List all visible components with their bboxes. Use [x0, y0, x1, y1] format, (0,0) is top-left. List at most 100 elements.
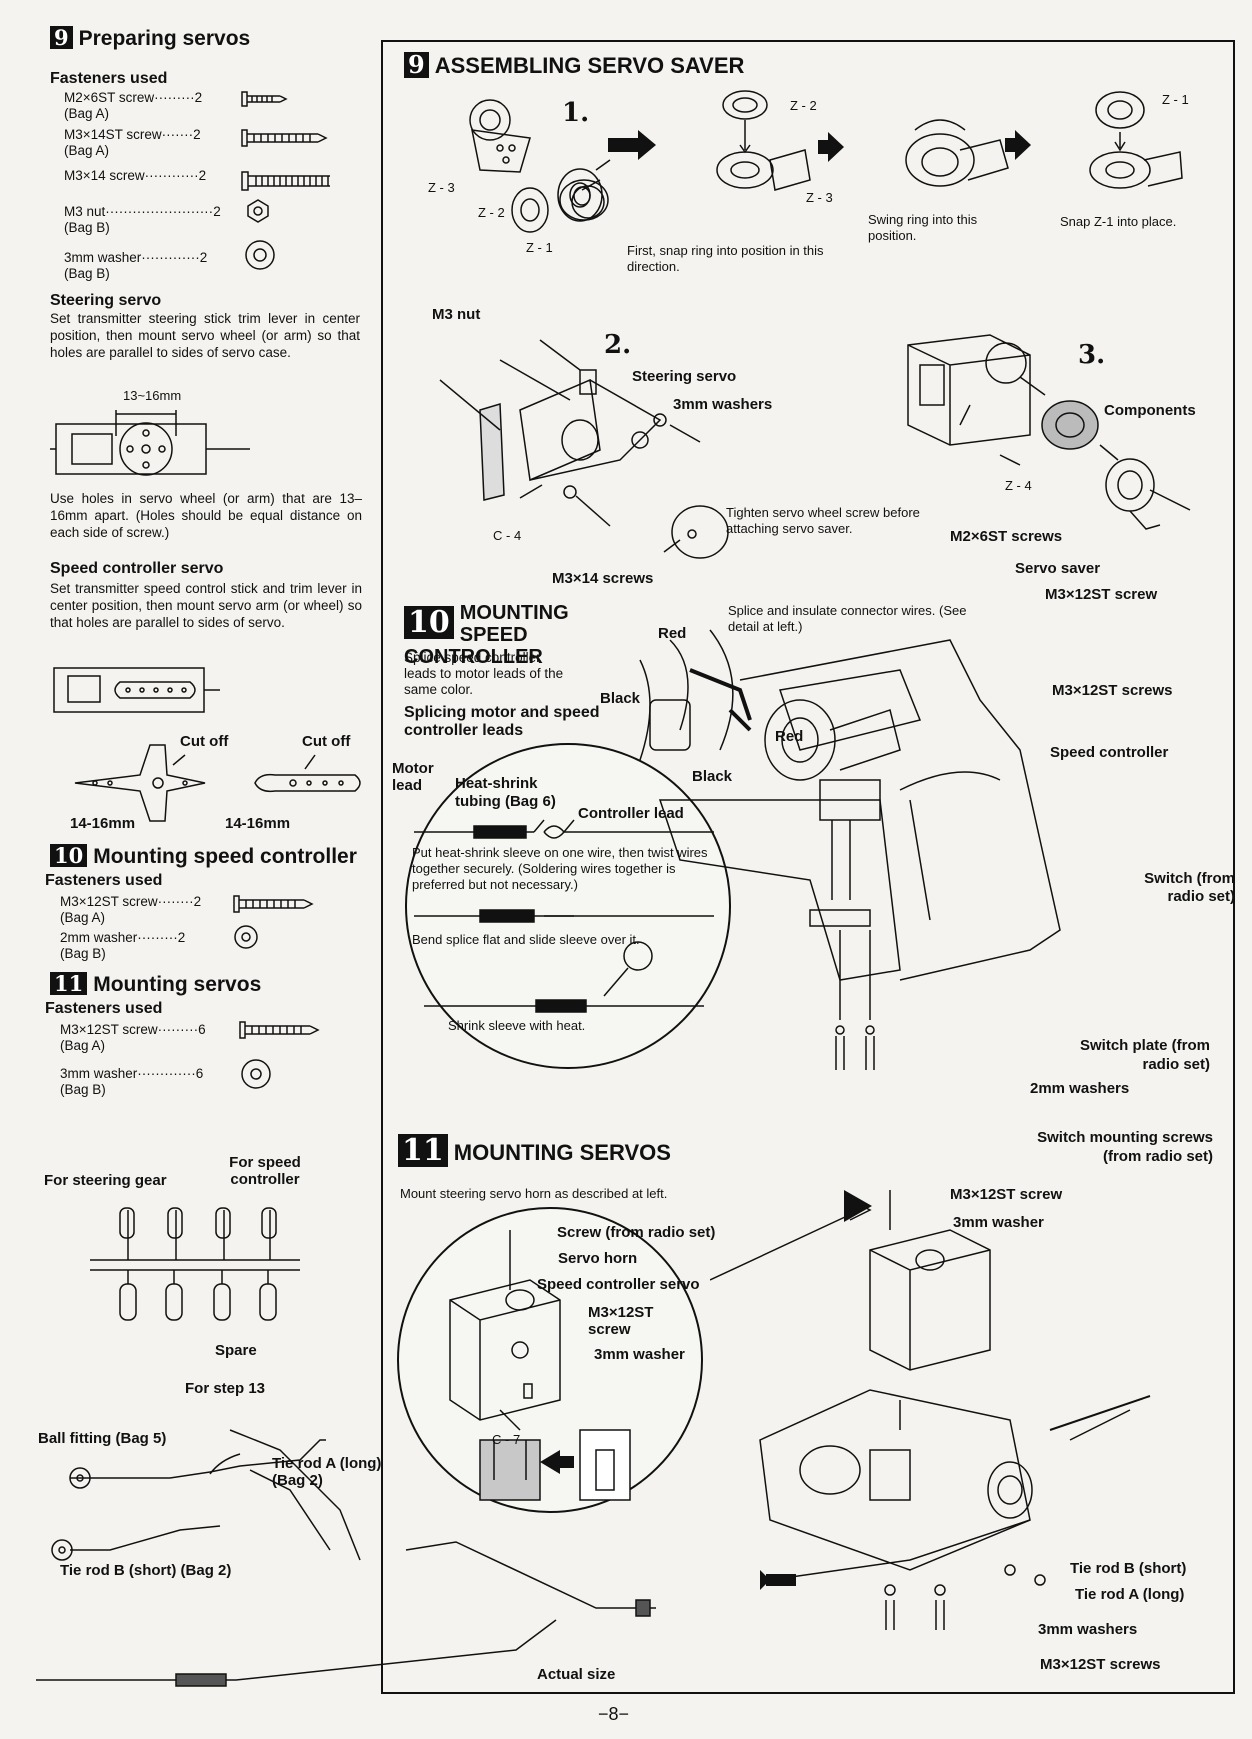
arm-cut-diagram: [74, 744, 361, 822]
page-number: −8−: [598, 1704, 630, 1724]
part-label-c4: C - 4: [493, 528, 522, 543]
servo-saver-mount-diagram: [907, 334, 1191, 530]
chassis-speed-controller-diagram: [639, 629, 1061, 1070]
part-label-z1: Z - 1: [526, 240, 553, 255]
speed-controller-label: Speed controller: [1050, 744, 1169, 761]
servo-mount-diagram: [439, 339, 729, 559]
dimension-label: 13~16mm: [123, 388, 182, 403]
fasteners-title: Fasteners used: [45, 872, 163, 889]
fastener-icons: [241, 91, 330, 270]
steering-servo-title: Steering servo: [50, 292, 162, 309]
fastener-item: M3 nut························2 (Bag B): [64, 204, 221, 235]
fastener-item: 2mm washer·········2 (Bag B): [60, 930, 186, 961]
black-label: Black: [692, 768, 733, 785]
shrink-caption: Shrink sleeve with heat.: [448, 1018, 586, 1033]
tie-rod-b-label: Tie rod B (short): [1070, 1560, 1187, 1577]
bend-caption: Bend splice flat and slide sleeve over i…: [412, 932, 640, 947]
washers-3mm-label: 3mm washers: [1038, 1621, 1138, 1638]
m3x12-label: M3×12ST screw: [588, 1304, 654, 1338]
fastener-icons: [239, 1021, 320, 1089]
heat-shrink-label: Heat-shrink tubing (Bag 6): [455, 775, 556, 810]
components-label: Components: [1104, 402, 1196, 419]
screw-radio-label: Screw (from radio set): [557, 1224, 716, 1241]
m3x12-screws-label: M3×12ST screws: [1052, 682, 1173, 699]
controller-lead-label: Controller lead: [578, 805, 684, 822]
steering-servo-text: Set transmitter steering stick trim leve…: [50, 311, 360, 360]
fastener-item: 3mm washer·············2 (Bag B): [64, 250, 208, 281]
servo-mount-detail-circle: [397, 1207, 703, 1513]
tie-rod-a-label: Tie rod A (long): [1075, 1586, 1185, 1603]
m3x12-screws-label: M3×12ST screws: [1040, 1656, 1161, 1673]
washer-label: 3mm washer: [594, 1346, 685, 1363]
part-label-z4: Z - 4: [1005, 478, 1032, 493]
black-label: Black: [600, 690, 641, 707]
tie-rod-pliers-diagram: [51, 1429, 361, 1561]
ball-fitting-label: Ball fitting (Bag 5): [38, 1430, 167, 1447]
fastener-item: M3×14 screw············2: [64, 168, 207, 183]
fastener-item: M3×14ST screw·······2 (Bag A): [64, 127, 201, 158]
servo-wheel-diagram: [50, 410, 250, 476]
part-label-z3: Z - 3: [428, 180, 455, 195]
splicing-title: Splicing motor and speed controller lead…: [404, 704, 600, 739]
tie-rod-b-label: Tie rod B (short) (Bag 2): [60, 1562, 232, 1579]
step-2-label: 2.: [604, 330, 632, 360]
holes-text: Use holes in servo wheel (or arm) that a…: [50, 491, 362, 540]
fasteners-title: Fasteners used: [50, 70, 168, 87]
switch-plate-label: Switch plate (from radio set): [1079, 1037, 1210, 1073]
put-text: Put heat-shrink sleeve on one wire, then…: [412, 845, 708, 892]
part-label-z3: Z - 3: [806, 190, 833, 205]
m2x6-label: M2×6ST screws: [950, 528, 1063, 545]
part-label-c7: C - 7: [492, 1432, 521, 1447]
m3x14-label: M3×14 screws: [552, 570, 654, 587]
servo-saver-assembly-diagram: [469, 90, 1183, 233]
speed-servo-text: Set transmitter speed control stick and …: [50, 581, 362, 630]
fastener-item: M3×12ST screw·········6 (Bag A): [60, 1022, 206, 1053]
red-label: Red: [658, 625, 687, 642]
actual-size-label: Actual size: [537, 1666, 616, 1683]
mm-label: 14-16mm: [225, 815, 291, 832]
mount-text: Mount steering servo horn as described a…: [400, 1186, 668, 1201]
m3x12-label: M3×12ST screw: [1045, 586, 1158, 603]
fastener-item: 3mm washer·············6 (Bag B): [60, 1066, 204, 1097]
actual-size-rods: [36, 1541, 656, 1687]
section-number-badge: 9: [50, 26, 73, 49]
motor-lead-label: Motor lead: [392, 760, 434, 794]
for-speed-label: For speed controller: [229, 1154, 301, 1188]
main-frame: [381, 40, 1235, 1694]
servo-saver-label: Servo saver: [1015, 560, 1101, 577]
switch-label: Switch (from radio set): [1144, 870, 1235, 905]
step-1-label: 1.: [562, 98, 590, 128]
m3-nut-label: M3 nut: [432, 306, 481, 323]
steering-servo-label: Steering servo: [632, 368, 737, 385]
swing-caption: Swing ring into this position.: [868, 212, 978, 243]
splice-detail-circle: [405, 743, 731, 1069]
first-snap-caption: First, snap ring into position in this d…: [627, 243, 824, 274]
step-3-label: 3.: [1078, 340, 1106, 370]
servo-arm-diagram: [53, 667, 220, 713]
splice-text: Splice speed controller leads to motor l…: [404, 650, 564, 697]
mm-label: 14-16mm: [70, 815, 136, 832]
spare-label: Spare: [215, 1342, 257, 1359]
fastener-item: M3×12ST screw········2 (Bag A): [60, 894, 202, 925]
m3x12-right-label: M3×12ST screw: [950, 1186, 1063, 1203]
tie-rod-a-label: Tie rod A (long) (Bag 2): [272, 1455, 382, 1489]
for-steering-label: For steering gear: [44, 1172, 167, 1189]
cut-off-label: Cut off: [302, 733, 351, 750]
speed-servo-label: Speed controller servo: [537, 1276, 700, 1293]
servos-chassis-diagram: [710, 1190, 1151, 1630]
fasteners-title: Fasteners used: [45, 1000, 163, 1017]
part-label-z2: Z - 2: [478, 205, 505, 220]
part-label-z1: Z - 1: [1162, 92, 1189, 107]
servo-horn-label: Servo horn: [558, 1250, 638, 1267]
snap-z1-caption: Snap Z-1 into place.: [1060, 214, 1177, 229]
section-10-heading: 10 MOUNTING SPEED CONTROLLER: [404, 602, 569, 668]
cut-off-label: Cut off: [180, 733, 229, 750]
washers-2mm-label: 2mm washers: [1030, 1080, 1130, 1097]
fastener-item: M2×6ST screw·········2 (Bag A): [64, 90, 203, 121]
splice-note: Splice and insulate connector wires. (Se…: [728, 603, 967, 634]
